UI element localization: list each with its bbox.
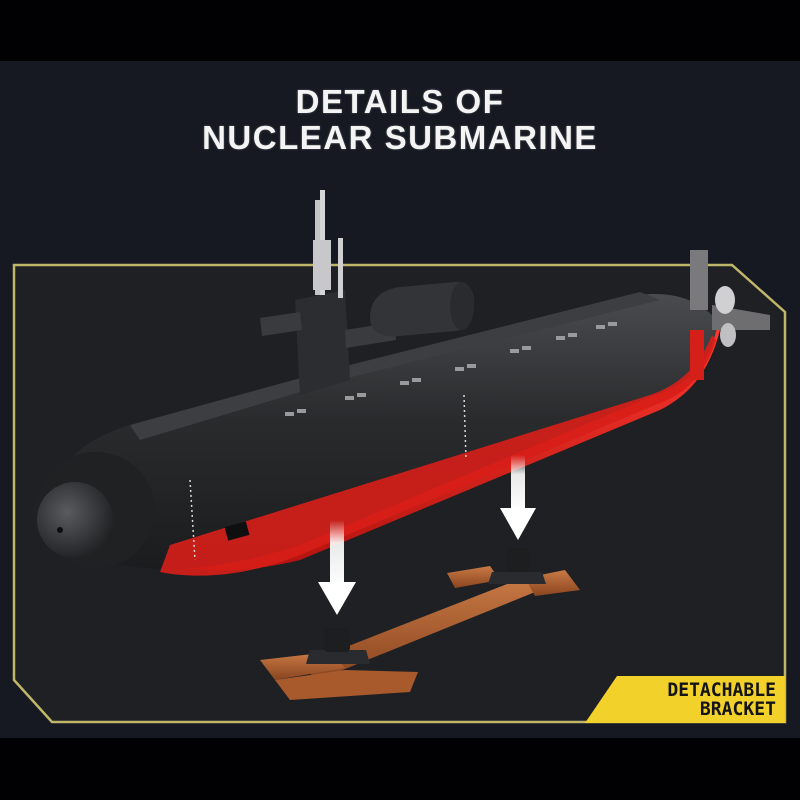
arrow-down-icon xyxy=(500,455,536,540)
top-letterbox xyxy=(0,0,800,61)
badge-line-1: DETACHABLE xyxy=(667,679,776,701)
page-title: DETAILS OF NUCLEAR SUBMARINE xyxy=(0,84,800,156)
bottom-letterbox xyxy=(0,738,800,800)
badge-label: DETACHABLE BRACKET xyxy=(609,681,776,719)
title-line-2: NUCLEAR SUBMARINE xyxy=(202,119,598,156)
arrow-down-icon xyxy=(318,520,356,615)
display-bracket xyxy=(260,548,580,700)
detachable-bracket-badge xyxy=(585,676,785,723)
title-line-1: DETAILS OF xyxy=(295,83,505,120)
submarine-model xyxy=(35,190,770,576)
badge-line-2: BRACKET xyxy=(699,698,776,720)
